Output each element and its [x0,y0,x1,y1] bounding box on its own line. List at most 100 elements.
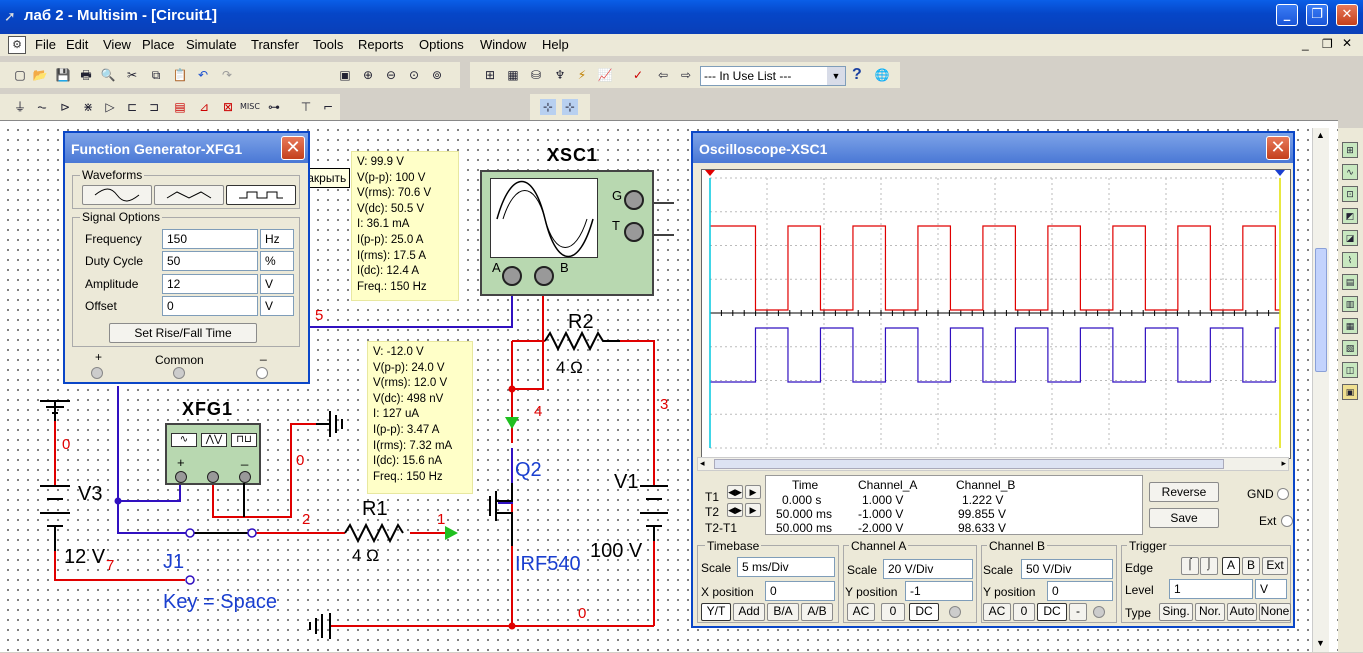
menu-file[interactable]: File [35,37,56,52]
gnd-radio[interactable] [1277,488,1289,500]
xfg1-instrument[interactable]: ∿ ⋀⋁ ⊓⊔ + _ [165,423,261,485]
rising-edge-button[interactable]: ⌠ [1181,557,1199,575]
frequency-counter-icon[interactable]: ▤ [1342,274,1358,290]
level-input[interactable]: 1 [1169,579,1253,599]
ext-radio[interactable] [1281,515,1293,527]
zoom-out-icon[interactable]: ⊖ [385,68,397,82]
t2-right-arrow[interactable]: ▶ [745,503,761,517]
logic-analyzer-icon[interactable]: ▦ [1342,318,1358,334]
single-button[interactable]: Sing. [1159,603,1193,621]
minimize-button[interactable]: _ [1276,4,1298,26]
basic-icon[interactable]: ⏦ [37,100,47,114]
cmos-icon[interactable]: ⊐ [148,100,160,114]
yt-button[interactable]: Y/T [701,603,731,621]
none-button[interactable]: None [1259,603,1291,621]
zoom-fit-icon[interactable]: ⊚ [431,68,443,82]
frequency-input[interactable]: 150 [162,229,258,249]
xsc1-instrument[interactable]: G T A B [480,170,654,296]
maximize-button[interactable]: ❐ [1306,4,1328,26]
postprocessor-icon[interactable]: ✓ [632,68,644,82]
menu-edit[interactable]: Edit [66,37,89,52]
four-channel-oscilloscope-icon[interactable]: ◪ [1342,230,1358,246]
component-icon[interactable]: ♆ [554,68,566,82]
logic-converter-icon[interactable]: ▧ [1342,340,1358,356]
redo-icon[interactable]: ↷ [221,68,233,82]
t1-right-arrow[interactable]: ▶ [745,485,761,499]
hierarchy-icon[interactable]: ⊞ [484,68,496,82]
cha-ypos-input[interactable]: -1 [905,581,973,601]
chb-ac-button[interactable]: AC [983,603,1011,621]
menu-reports[interactable]: Reports [358,37,404,52]
paste-icon[interactable]: 📋 [172,68,188,82]
probe-settings-icon[interactable]: ⊹ [562,99,578,115]
scroll-up-icon[interactable]: ▲ [1316,130,1325,140]
cha-zero-button[interactable]: 0 [881,603,905,621]
transistor-icon[interactable]: ⋇ [82,100,94,114]
undo-icon[interactable]: ↶ [197,68,209,82]
scroll-thumb[interactable] [714,459,1224,469]
xfg1-terminal-common[interactable] [207,471,219,483]
chb-minus-button[interactable]: - [1069,603,1087,621]
chb-ypos-input[interactable]: 0 [1047,581,1113,601]
sine-wave-button[interactable] [82,185,152,205]
source-icon[interactable]: ⏚ [13,100,26,114]
iv-analyzer-icon[interactable]: ◫ [1342,362,1358,378]
fg-terminal-plus[interactable] [91,367,103,379]
osc-hscroll[interactable]: ◂ ▸ [697,457,1289,471]
simulate-icon[interactable]: ⚡ [577,68,587,82]
duty-cycle-input[interactable]: 50 [162,251,258,271]
level-unit[interactable]: V [1255,579,1287,599]
cha-dc-button[interactable]: DC [909,603,939,621]
copy-icon[interactable]: ⧉ [151,68,161,82]
multimeter-icon[interactable]: ⊞ [1342,142,1358,158]
mdi-minimize-button[interactable]: _ [1302,37,1309,51]
hierarchical-block-icon[interactable]: ⌐ [322,100,334,114]
scroll-down-icon[interactable]: ▼ [1316,638,1325,648]
t2-left-arrow[interactable]: ◀▶ [727,503,743,517]
mdi-close-button[interactable]: ✕ [1342,36,1353,50]
rf-icon[interactable]: ⊶ [268,100,280,114]
forward-annotate-icon[interactable]: ⇨ [680,68,692,82]
chevron-down-icon[interactable]: ▼ [827,67,845,85]
ttl-icon[interactable]: ⊏ [126,100,138,114]
spreadsheet-icon[interactable]: ▦ [507,68,519,82]
mdi-restore-button[interactable]: ❐ [1322,37,1333,51]
word-generator-icon[interactable]: ▥ [1342,296,1358,312]
timebase-scale-input[interactable]: 5 ms/Div [737,557,835,577]
chb-dc-button[interactable]: DC [1037,603,1067,621]
analog-icon[interactable]: ▷ [105,100,115,114]
normal-button[interactable]: Nor. [1195,603,1225,621]
cha-ac-button[interactable]: AC [847,603,875,621]
function-generator-icon[interactable]: ∿ [1342,164,1358,180]
save-icon[interactable]: 💾 [55,68,71,82]
mixed-icon[interactable]: ⊿ [198,100,210,114]
reverse-button[interactable]: Reverse [1149,482,1219,502]
ab-button[interactable]: A/B [801,603,833,621]
workspace-vscroll[interactable]: ▲ ▼ [1312,128,1329,652]
wattmeter-icon[interactable]: ⊡ [1342,186,1358,202]
zoom-in-icon[interactable]: ⊕ [362,68,374,82]
web-icon[interactable]: 🌐 [874,68,890,82]
zoom-area-icon[interactable]: ⊙ [408,68,420,82]
indicator-icon[interactable]: ⊠ [222,100,234,114]
chb-zero-button[interactable]: 0 [1013,603,1035,621]
in-use-list-dropdown[interactable]: --- In Use List --- ▼ [700,66,846,86]
misc-digital-icon[interactable]: ▤ [174,100,186,114]
agilent-icon[interactable]: ▣ [1342,384,1358,400]
full-screen-icon[interactable]: ▣ [339,68,351,82]
back-annotate-icon[interactable]: ⇦ [657,68,669,82]
close-button[interactable]: ✕ [1336,4,1358,26]
chb-scale-input[interactable]: 50 V/Div [1021,559,1113,579]
new-icon[interactable]: ▢ [14,68,26,82]
cha-scale-input[interactable]: 20 V/Div [883,559,973,579]
fg-terminal-minus[interactable] [256,367,268,379]
terminal-b[interactable] [534,266,554,286]
menu-view[interactable]: View [103,37,131,52]
add-button[interactable]: Add [733,603,765,621]
misc-icon[interactable]: MISC [240,102,260,111]
oscilloscope-icon[interactable]: ◩ [1342,208,1358,224]
osc-close-button[interactable]: ✕ [1266,136,1290,160]
cut-icon[interactable]: ✂ [126,68,138,82]
fg-close-button[interactable]: ✕ [281,136,305,160]
menu-transfer[interactable]: Transfer [251,37,299,52]
